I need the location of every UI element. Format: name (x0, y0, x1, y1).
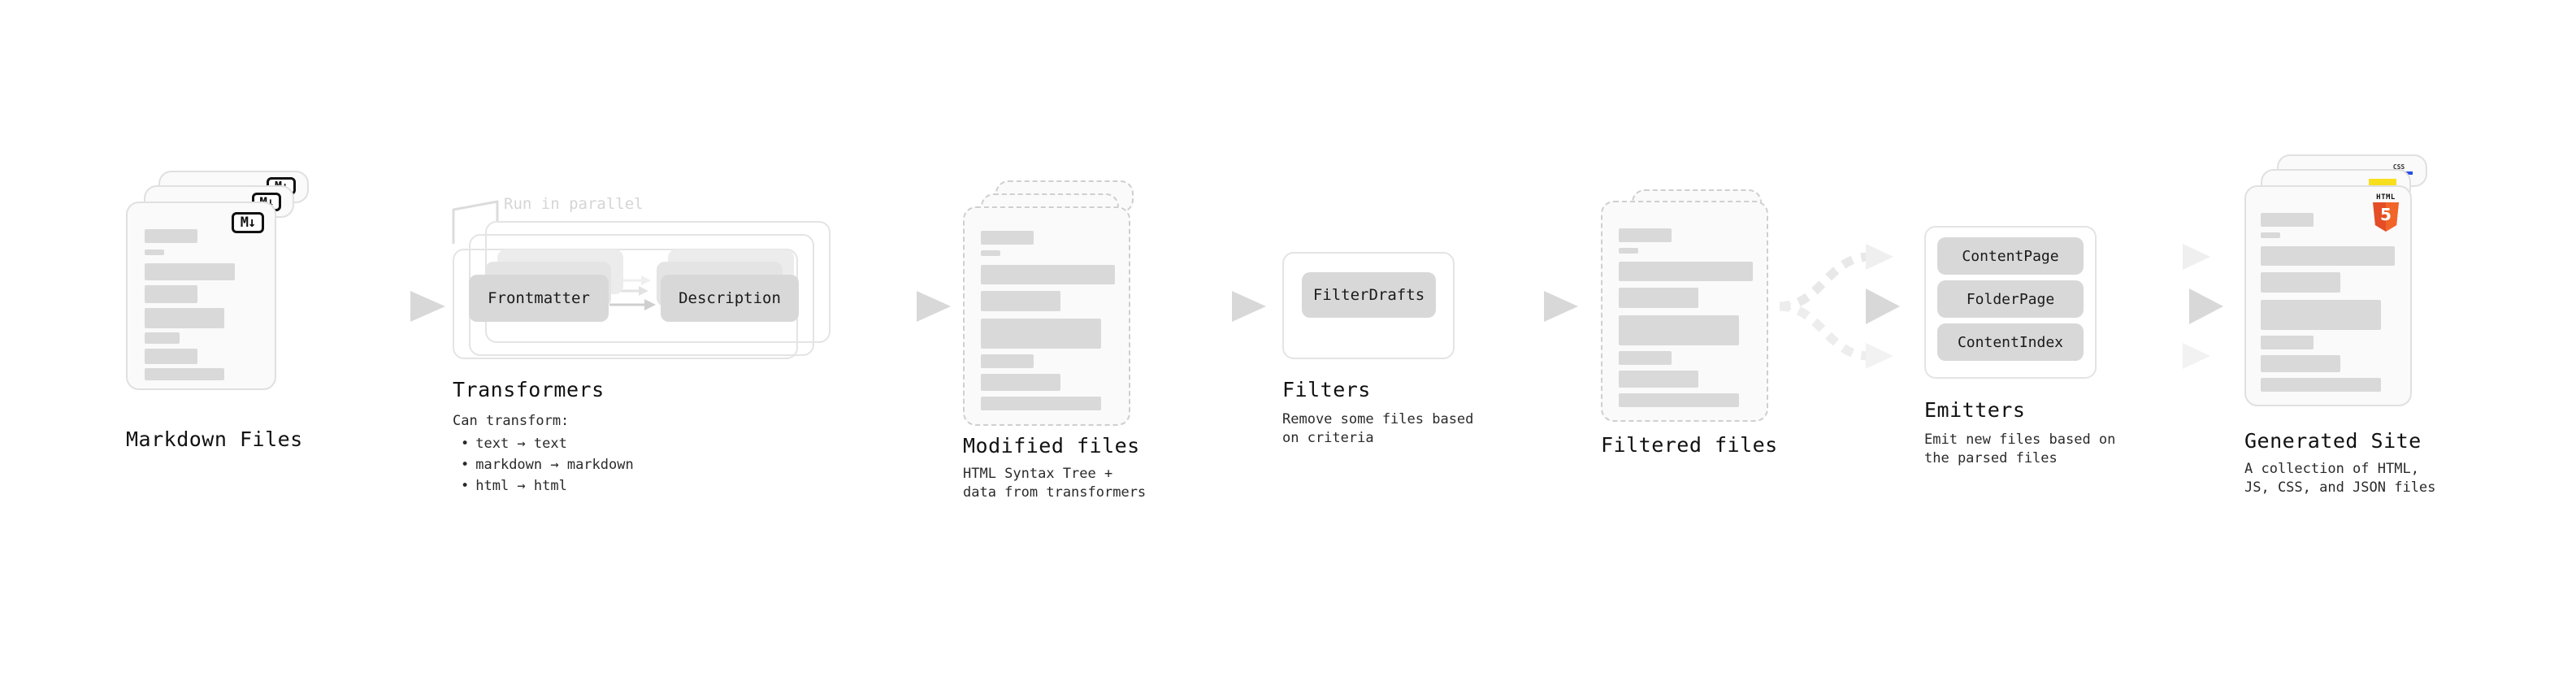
filterdrafts-pill[interactable]: FilterDrafts (1302, 272, 1436, 318)
connector-markdown-to-transformers (307, 291, 445, 322)
skeleton-line (981, 231, 1034, 245)
skeleton-line (2261, 232, 2280, 238)
transformers-bullet: text → text (453, 433, 634, 454)
html5-badge-word: HTML (2376, 193, 2396, 202)
connector-filtered-to-emitters (1779, 244, 1900, 369)
skeleton-line (145, 263, 235, 280)
html5-badge-number: 5 (2380, 205, 2392, 224)
modified-files-title: Modified files (963, 434, 1140, 458)
connector-emitters-to-site (2110, 244, 2223, 369)
css-badge-text: CSS (2392, 163, 2405, 171)
generated-site-caption: A collection of HTML, JS, CSS, and JSON … (2244, 461, 2436, 496)
connector-modified-to-filters (1146, 291, 1266, 322)
connector-filters-to-filtered (1472, 291, 1578, 322)
skeleton-line (981, 319, 1101, 349)
skeleton-line (981, 374, 1060, 391)
filters-box[interactable] (1282, 252, 1455, 359)
modified-files-caption: HTML Syntax Tree + data from transformer… (963, 466, 1147, 501)
run-in-parallel-label: Run in parallel (504, 195, 644, 213)
skeleton-line (981, 250, 1000, 256)
description-pill[interactable]: Description (661, 275, 799, 322)
html5-badge-icon: HTML 5 (2371, 193, 2400, 232)
site-card-front[interactable]: HTML 5 (2244, 185, 2412, 406)
transformers-bullet-list: Can transform: text → text markdown → ma… (453, 410, 634, 497)
skeleton-line (1619, 288, 1698, 308)
skeleton-line (2261, 355, 2340, 372)
skeleton-line (1619, 315, 1739, 345)
markdown-files-title: Markdown Files (126, 427, 303, 451)
generated-site-card-stack: CSS HTML 5 (2244, 154, 2439, 414)
modified-card-front[interactable] (963, 206, 1130, 426)
frontmatter-pill[interactable]: Frontmatter (469, 275, 609, 322)
emitters-box[interactable] (1924, 226, 2097, 379)
skeleton-line (145, 249, 164, 255)
skeleton-line (145, 308, 224, 328)
transformers-list-header: Can transform: (453, 413, 570, 429)
skeleton-line (145, 229, 197, 243)
contentindex-pill[interactable]: ContentIndex (1937, 323, 2084, 361)
emitters-title: Emitters (1924, 398, 2026, 422)
connector-transformers-to-modified (830, 291, 951, 322)
skeleton-line (145, 368, 224, 380)
generated-site-title: Generated Site (2244, 429, 2422, 453)
skeleton-line (1619, 371, 1698, 388)
skeleton-line (145, 332, 180, 344)
filters-caption: Remove some files based on criteria (1282, 411, 1474, 446)
skeleton-line (981, 265, 1115, 284)
markdown-card-front[interactable]: M↓ (126, 202, 276, 390)
filters-title: Filters (1282, 378, 1371, 401)
filtered-files-title: Filtered files (1601, 433, 1778, 457)
skeleton-line (1619, 248, 1638, 254)
skeleton-line (981, 354, 1034, 368)
markdown-files-card-stack: M↓ M↓ M↓ (126, 171, 309, 414)
skeleton-line (2261, 246, 2395, 266)
skeleton-line (2261, 213, 2314, 227)
folderpage-pill[interactable]: FolderPage (1937, 280, 2084, 318)
skeleton-line (2261, 378, 2381, 392)
skeleton-line (2261, 300, 2381, 330)
skeleton-line (2261, 336, 2314, 349)
skeleton-line (1619, 228, 1672, 242)
transformers-bullet: markdown → markdown (453, 454, 633, 475)
skeleton-line (1619, 351, 1672, 365)
skeleton-line (2261, 272, 2340, 293)
skeleton-line (1619, 262, 1753, 281)
skeleton-line (1619, 393, 1739, 407)
html5-shield: 5 (2373, 202, 2399, 232)
skeleton-line (145, 349, 197, 364)
emitters-caption: Emit new files based on the parsed files (1924, 432, 2116, 466)
contentpage-pill[interactable]: ContentPage (1937, 237, 2084, 275)
modified-files-card-stack (963, 180, 1146, 426)
transformers-bullet: html → html (453, 475, 634, 497)
transformers-title: Transformers (453, 378, 605, 401)
skeleton-line (145, 285, 197, 303)
filtered-files-card-stack (1601, 189, 1784, 433)
skeleton-line (981, 397, 1101, 410)
skeleton-line (981, 291, 1060, 311)
markdown-badge-icon: M↓ (232, 212, 264, 233)
filtered-card-front[interactable] (1601, 201, 1768, 422)
